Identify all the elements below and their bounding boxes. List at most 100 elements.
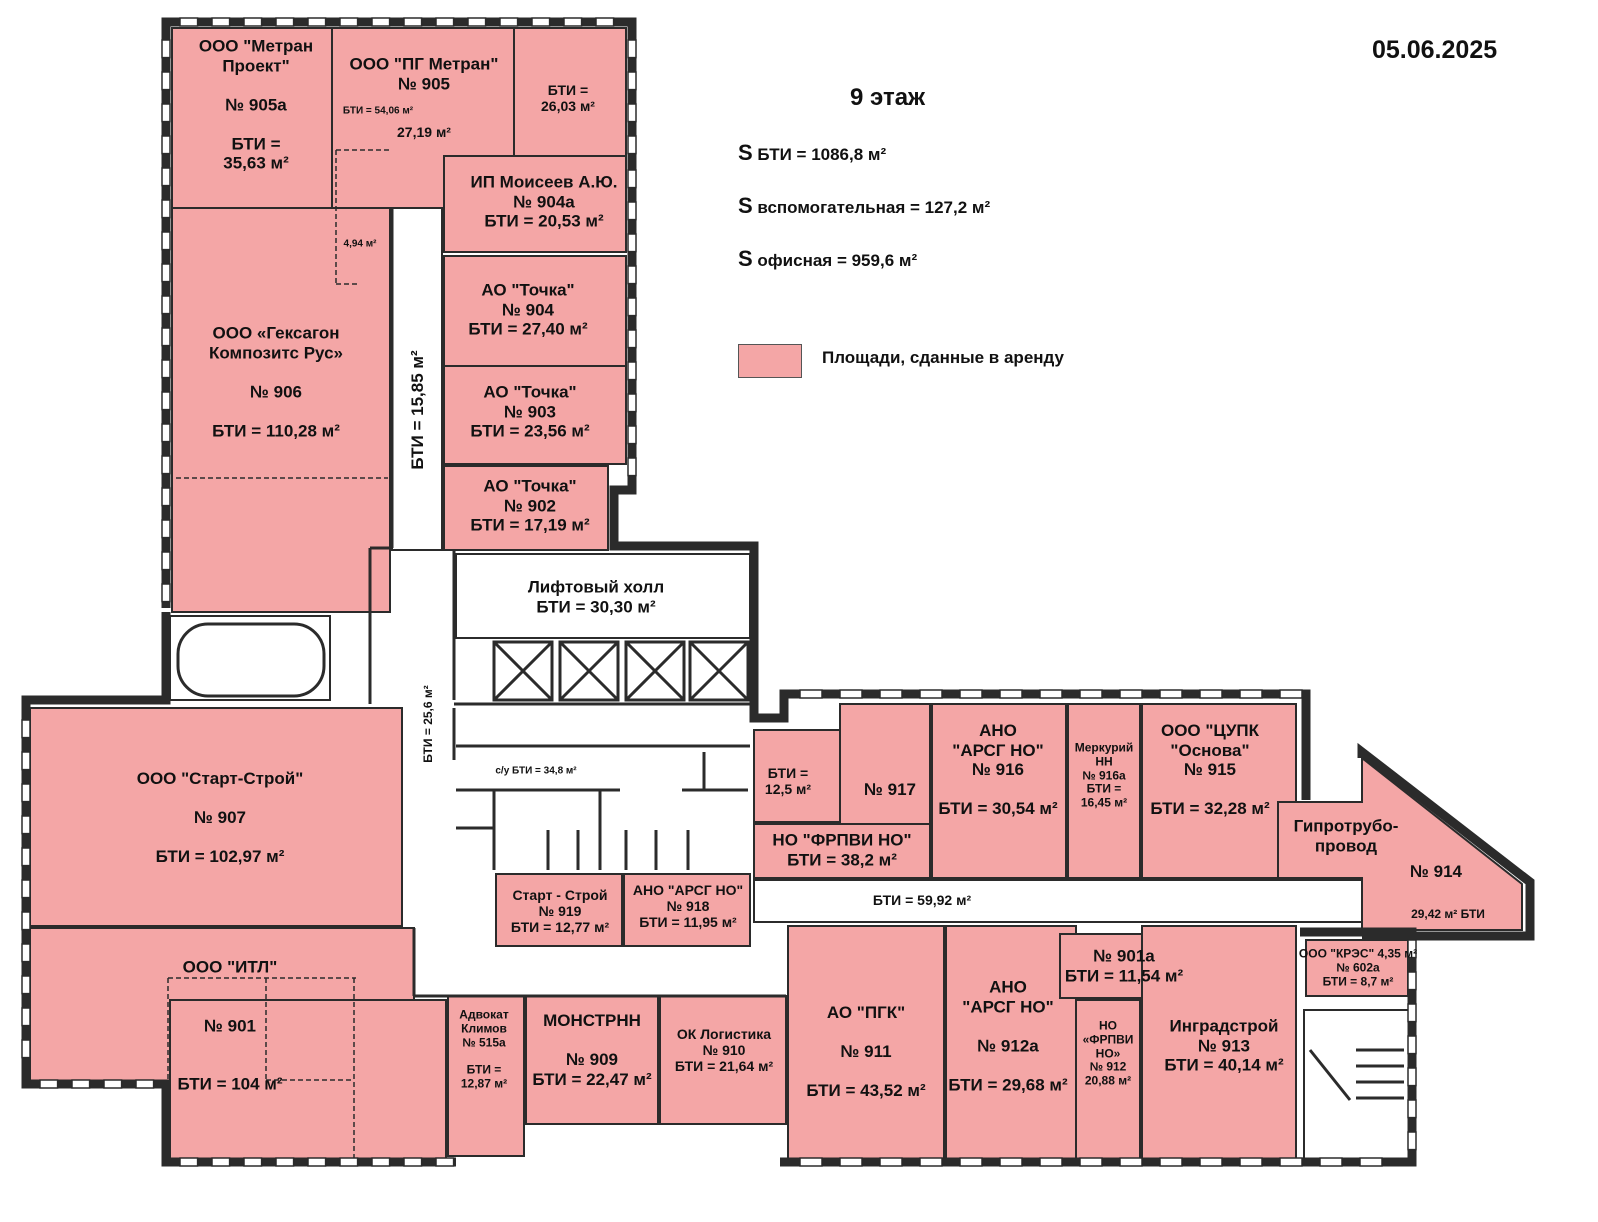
room-904a[interactable] bbox=[443, 155, 627, 253]
label-914: № 914 bbox=[1410, 862, 1462, 882]
window-mark bbox=[1319, 1157, 1343, 1167]
room-916a[interactable] bbox=[1067, 703, 1141, 879]
window-mark bbox=[1279, 1157, 1303, 1167]
window-mark bbox=[161, 423, 171, 443]
window-mark bbox=[161, 295, 171, 315]
window-mark bbox=[1039, 1157, 1063, 1167]
window-mark bbox=[627, 103, 637, 123]
window-mark bbox=[563, 17, 583, 27]
summary-bti-value: БТИ = 1086,8 м² bbox=[757, 145, 887, 164]
window-mark bbox=[531, 17, 551, 27]
room-label-line: Меркурий bbox=[1074, 740, 1134, 755]
window-mark bbox=[1119, 689, 1143, 699]
room-913[interactable] bbox=[1141, 925, 1297, 1161]
room-label-line: № 902 bbox=[503, 496, 557, 516]
room-917b[interactable] bbox=[753, 823, 931, 879]
window-mark bbox=[839, 689, 863, 699]
room-label-line: БТИ = 38,2 м² bbox=[787, 850, 897, 869]
window-mark bbox=[999, 1157, 1023, 1167]
room-907[interactable] bbox=[29, 707, 403, 927]
room-label-line: № 515а bbox=[462, 1035, 506, 1050]
room-918[interactable] bbox=[623, 873, 751, 947]
room-label-line: ООО "КРЭС" 4,35 м² bbox=[1298, 946, 1418, 961]
corridor-mid-label: БТИ = 25,6 м² bbox=[421, 685, 435, 763]
room-902[interactable] bbox=[443, 465, 609, 551]
room-915[interactable] bbox=[1141, 703, 1297, 879]
window-mark bbox=[627, 71, 637, 91]
plan-date: 05.06.2025 bbox=[1372, 36, 1498, 64]
legend-label: Площади, сданные в аренду bbox=[822, 348, 1064, 367]
window-mark bbox=[627, 329, 637, 349]
room-label-line: НО bbox=[1099, 1018, 1117, 1033]
room-903[interactable] bbox=[443, 365, 627, 465]
room-905a[interactable] bbox=[171, 27, 333, 209]
window-mark bbox=[879, 1157, 903, 1167]
room-919[interactable] bbox=[495, 873, 623, 947]
room-label-line: БТИ = 29,68 м² bbox=[948, 1075, 1068, 1095]
room-906[interactable] bbox=[171, 207, 391, 613]
room-904[interactable] bbox=[443, 255, 627, 367]
room-label-line: № 903 bbox=[503, 402, 557, 422]
window-mark bbox=[71, 1079, 91, 1089]
room-917[interactable] bbox=[839, 703, 931, 829]
room-label-line: 29,42 м² БТИ bbox=[1411, 907, 1485, 922]
window-mark bbox=[919, 689, 943, 699]
window-mark bbox=[1199, 1157, 1223, 1167]
room-916[interactable] bbox=[931, 703, 1067, 879]
window-mark bbox=[627, 457, 637, 477]
window-mark bbox=[161, 487, 171, 507]
room-label-line: № 913 bbox=[1197, 1036, 1251, 1056]
window-mark bbox=[627, 361, 637, 381]
room-label-line: № 915 bbox=[1183, 760, 1237, 780]
room-label-line: № 914 bbox=[1409, 862, 1463, 882]
window-mark bbox=[161, 199, 171, 219]
room-label-line: № 916а bbox=[1082, 768, 1126, 783]
stair-left-frame bbox=[176, 622, 326, 698]
room-label-line: МОНСТРНН bbox=[543, 1010, 641, 1030]
label-917: № 917 bbox=[864, 780, 916, 800]
window-mark bbox=[161, 71, 171, 91]
summary-office: S офисная = 959,6 м² bbox=[738, 246, 917, 272]
room-label-line bbox=[532, 1030, 651, 1050]
room-label-line: БТИ = 22,47 м² bbox=[532, 1069, 652, 1089]
stair-right bbox=[1303, 1009, 1411, 1161]
room-910[interactable] bbox=[659, 995, 787, 1125]
room-label-line: "АРСГ НО" bbox=[962, 996, 1054, 1016]
room-label-line: № 919 bbox=[538, 902, 582, 919]
label-917a: БТИ =12,5 м² bbox=[765, 765, 811, 797]
window-mark bbox=[999, 689, 1023, 699]
room-label-line: АНО bbox=[989, 977, 1027, 997]
room-label-line bbox=[199, 115, 313, 135]
room-label-line bbox=[177, 1036, 282, 1056]
room-912a[interactable] bbox=[945, 925, 1077, 1161]
room-label-line: «ФРПВИ bbox=[1082, 1032, 1134, 1047]
room-label-line: 27,19 м² bbox=[397, 123, 451, 140]
room-label-line: № 905а bbox=[225, 95, 287, 115]
room-label-line: № 904а bbox=[513, 192, 575, 212]
window-mark bbox=[135, 1079, 155, 1089]
room-label-line: БТИ = 43,52 м² bbox=[806, 1081, 926, 1101]
window-mark bbox=[39, 1079, 59, 1089]
room-909[interactable] bbox=[525, 995, 659, 1125]
room-label-line bbox=[137, 828, 304, 848]
room-914[interactable] bbox=[1277, 755, 1523, 931]
room-label-line: 26,03 м² bbox=[541, 98, 595, 114]
window-mark bbox=[103, 1079, 123, 1089]
room-label-line: провод bbox=[1314, 836, 1378, 855]
room-515a[interactable] bbox=[447, 995, 525, 1157]
window-mark bbox=[161, 391, 171, 411]
room-label-line: БТИ = 104 м² bbox=[177, 1074, 283, 1094]
window-mark bbox=[161, 231, 171, 251]
room-905-right[interactable] bbox=[513, 27, 627, 157]
window-mark bbox=[21, 975, 31, 995]
window-mark bbox=[1359, 1157, 1383, 1167]
room-602a[interactable] bbox=[1305, 939, 1409, 997]
window-mark bbox=[919, 1157, 943, 1167]
window-mark bbox=[1079, 689, 1103, 699]
room-911[interactable] bbox=[787, 925, 945, 1161]
